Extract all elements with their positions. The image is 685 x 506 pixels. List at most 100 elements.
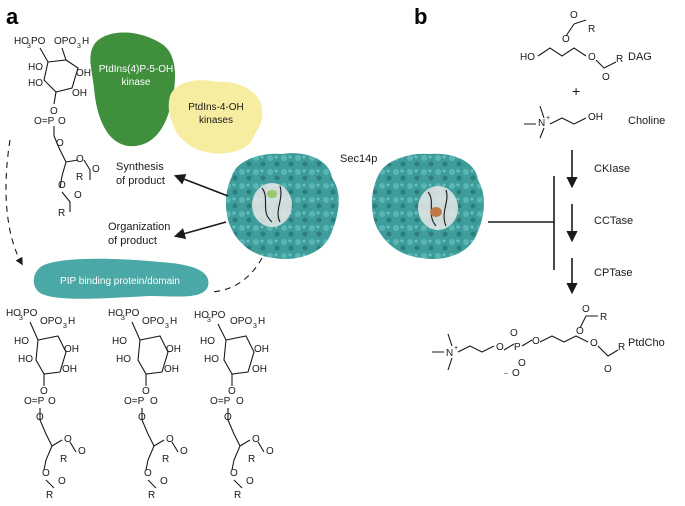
plus-sign: + [572,83,580,99]
svg-text:HO: HO [200,336,215,347]
lipid-pocket-left [252,183,292,227]
pip-binding-label: PIP binding protein/domain [60,276,180,287]
svg-text:R: R [616,54,623,65]
svg-text:R: R [148,490,155,501]
svg-text:O: O [590,338,598,349]
chem-label: HO [14,36,29,47]
svg-text:O: O [166,434,174,445]
svg-text:O: O [246,476,254,487]
svg-text:HO: HO [108,308,123,319]
pip-molecule-top: HO 3 PO OPO 3 H HO OH HO OH O O=P O O O … [14,36,100,219]
svg-text:O: O [58,116,66,127]
svg-text:OH: OH [164,364,179,375]
chem-label: OPO [54,36,76,47]
svg-text:HO: HO [14,336,29,347]
svg-text:O: O [252,434,260,445]
svg-text:3: 3 [63,323,67,330]
panel-b-letter: b [414,4,427,29]
dashed-link-domain [211,257,263,293]
svg-text:O: O [562,34,570,45]
synthesis-label-1: Synthesis [116,161,164,173]
arrow-to-organization [173,221,227,239]
svg-text:O: O [64,434,72,445]
svg-text:O: O [76,154,84,165]
svg-text:HO: HO [18,354,33,365]
svg-text:O: O [144,468,152,479]
svg-text:O=P: O=P [124,396,145,407]
svg-text:O: O [36,412,44,423]
svg-text:O: O [532,336,540,347]
svg-text:HO: HO [116,354,131,365]
choline-label: Choline [628,115,665,127]
svg-text:O: O [576,326,584,337]
svg-text:H: H [170,316,177,327]
svg-text:O: O [602,72,610,83]
sec14p-label: Sec14p [340,153,377,165]
svg-text:R: R [46,490,53,501]
svg-text:O: O [512,368,520,379]
svg-text:R: R [60,454,67,465]
svg-text:O: O [160,476,168,487]
kinase-green-shape [90,32,176,147]
enzyme-ckiase: CKIase [594,163,630,175]
svg-text:PO: PO [31,36,46,47]
svg-text:O=P: O=P [34,116,55,127]
svg-text:P: P [514,342,521,353]
arrow-to-synthesis [173,173,229,197]
svg-text:OPO: OPO [40,316,62,327]
kinase-yellow-label-2: kinases [199,115,233,126]
kinase-green-label-1: PtdIns(4)P-5-OH [99,64,173,75]
svg-text:O: O [496,342,504,353]
pip-binding-domain [33,258,209,299]
organization-label-2: of product [108,235,157,247]
svg-text:3: 3 [207,317,211,324]
svg-text:O: O [180,446,188,457]
kinase-yellow-label-1: PtdIns-4-OH [188,102,244,113]
dag-label: DAG [628,51,652,63]
svg-text:O: O [48,396,56,407]
svg-text:OH: OH [76,68,91,79]
svg-text:O: O [138,412,146,423]
svg-text:3: 3 [77,43,81,50]
svg-text:OPO: OPO [230,316,252,327]
svg-text:3: 3 [121,315,125,322]
synthesis-label-2: of product [116,175,165,187]
dag-structure: HO O O R O O R [520,10,623,83]
svg-text:O: O [78,446,86,457]
svg-text:O: O [74,190,82,201]
svg-text:R: R [58,208,65,219]
svg-text:+: + [454,345,458,352]
enzyme-cptase: CPTase [594,267,633,279]
svg-text:H: H [68,316,75,327]
svg-text:O: O [582,304,590,315]
svg-text:PO: PO [23,308,38,319]
svg-text:O: O [518,358,526,369]
svg-text:N: N [538,118,545,129]
kinase-green-label-2: kinase [122,77,151,88]
kinase-yellow-shape [168,80,263,154]
svg-text:3: 3 [27,43,31,50]
svg-text:O: O [58,476,66,487]
svg-text:HO: HO [194,310,209,321]
ptdcho-structure: N + O P O O O − O O O R O O R [432,304,625,379]
svg-text:O: O [510,328,518,339]
svg-text:O: O [40,386,48,397]
svg-text:OPO: OPO [142,316,164,327]
svg-text:3: 3 [19,315,23,322]
svg-text:O: O [266,446,274,457]
svg-text:3: 3 [165,323,169,330]
ptdcho-label: PtdCho [628,337,665,349]
svg-text:R: R [234,490,241,501]
svg-text:PO: PO [125,308,140,319]
svg-text:H: H [82,36,89,47]
svg-text:R: R [600,312,607,323]
svg-text:N: N [446,348,453,359]
svg-text:O: O [58,180,66,191]
svg-text:HO: HO [28,62,43,73]
svg-text:O: O [604,364,612,375]
svg-text:HO: HO [28,78,43,89]
